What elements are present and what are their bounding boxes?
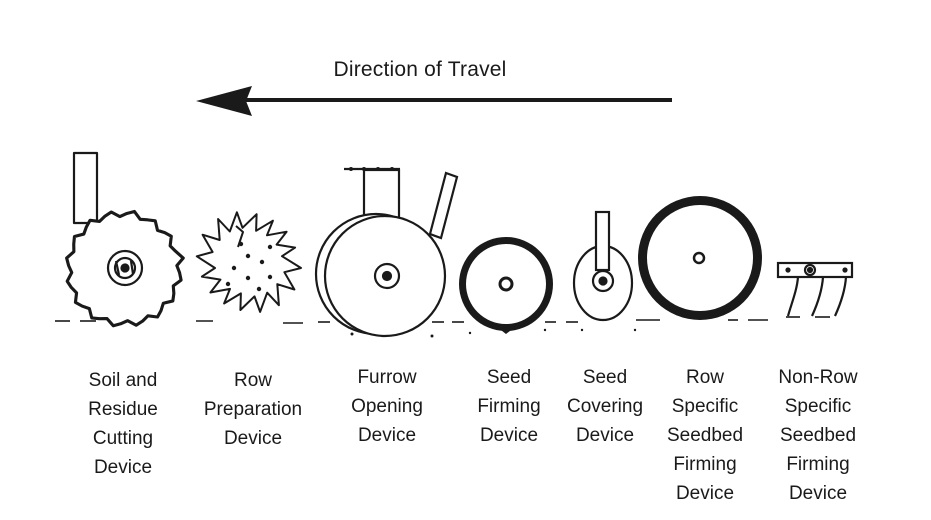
label-line: Row [685, 367, 724, 388]
label-line: Firming [673, 454, 737, 475]
label-line: Seedbed [779, 425, 857, 446]
seed-covering-device-drawing [572, 210, 634, 322]
device-label-row-specific-seedbed-firming: Row Specific Seedbed Firming Device [656, 363, 754, 508]
device-label-seed-firming: Seed Firming Device [462, 363, 556, 450]
label-line: Residue [88, 399, 158, 420]
label-line: Device [788, 483, 848, 504]
device-label-non-row-specific-seedbed-firming: Non-Row Specific Seedbed Firming Device [762, 363, 874, 508]
furrow-opening-device-drawing [314, 167, 459, 338]
label-line: Specific [784, 396, 852, 417]
label-line: Firming [477, 396, 541, 417]
label-line: Device [223, 428, 283, 449]
row-specific-seedbed-firming-device-drawing [638, 196, 762, 320]
row-preparation-device-drawing [195, 211, 302, 313]
device-label-soil-residue-cutting: Soil and Residue Cutting Device [67, 366, 179, 482]
label-line: Cutting [92, 428, 154, 449]
label-line: Device [357, 425, 417, 446]
direction-of-travel-label: Direction of Travel [333, 58, 507, 81]
soil-residue-cutting-device-drawing [65, 151, 185, 328]
label-line: Soil and [88, 370, 158, 391]
label-line: Row [233, 370, 272, 391]
soil-specks [350, 328, 637, 338]
seed-firming-device-drawing [459, 237, 553, 334]
device-label-furrow-opening: Furrow Opening Device [332, 363, 442, 450]
label-line: Seed [486, 367, 532, 388]
label-line: Seedbed [666, 425, 744, 446]
label-line: Firming [786, 454, 850, 475]
label-line: Seed [582, 367, 628, 388]
label-line: Device [675, 483, 735, 504]
non-row-specific-seedbed-firming-device-drawing [776, 261, 854, 317]
label-line: Non-Row [778, 367, 858, 388]
label-line: Covering [566, 396, 644, 417]
device-label-seed-covering: Seed Covering Device [554, 363, 656, 450]
label-line: Furrow [357, 367, 417, 388]
label-line: Device [575, 425, 635, 446]
label-line: Specific [671, 396, 739, 417]
label-line: Device [93, 457, 153, 478]
label-line: Device [479, 425, 539, 446]
device-label-row-preparation: Row Preparation Device [186, 366, 320, 453]
label-line: Preparation [203, 399, 303, 420]
direction-arrow [196, 86, 672, 116]
label-line: Opening [351, 396, 423, 417]
